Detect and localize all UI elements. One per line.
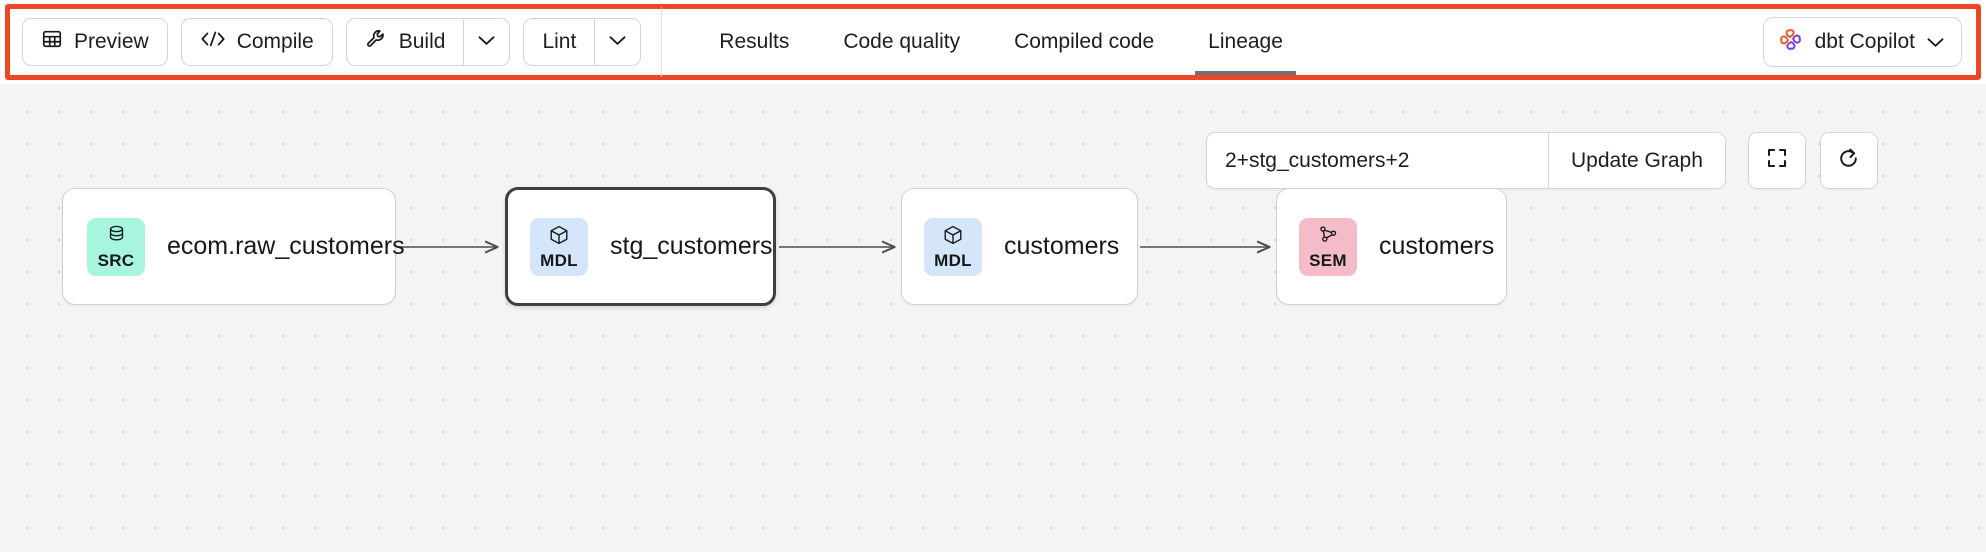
fullscreen-icon: [1765, 146, 1789, 175]
graph-selector-group: Update Graph: [1206, 132, 1726, 189]
build-button-label: Build: [398, 30, 446, 53]
lint-button-group: Lint: [523, 18, 642, 66]
lineage-node-source-raw-customers[interactable]: SRC ecom.raw_customers: [62, 188, 405, 305]
graph-selector-input[interactable]: [1207, 133, 1548, 188]
semantic-graph-icon: [1317, 224, 1339, 251]
lint-button[interactable]: Lint: [524, 19, 594, 65]
tab-compiled-code[interactable]: Compiled code: [987, 9, 1181, 75]
preview-button[interactable]: Preview: [22, 18, 168, 66]
tab-compiled-code-label: Compiled code: [1014, 30, 1155, 53]
node-badge-src-label: SRC: [97, 251, 135, 270]
dbt-copilot-label: dbt Copilot: [1814, 30, 1915, 53]
graph-controls: Update Graph: [1206, 132, 1878, 189]
cube-icon: [942, 224, 964, 251]
node-badge-sem: SEM: [1299, 217, 1357, 276]
editor-toolbar: Preview Compile: [10, 7, 1976, 77]
tab-results[interactable]: Results: [692, 9, 816, 75]
lint-button-label: Lint: [542, 30, 577, 53]
lineage-node-label: ecom.raw_customers: [167, 232, 405, 260]
update-graph-button[interactable]: Update Graph: [1548, 133, 1725, 188]
chevron-down-icon: [609, 33, 626, 51]
chevron-down-icon: [478, 33, 495, 51]
tab-lineage-label: Lineage: [1208, 30, 1283, 53]
toolbar-right-actions: dbt Copilot: [1762, 17, 1976, 67]
lineage-graph-canvas[interactable]: Update Graph: [0, 84, 1986, 552]
lineage-node-label: stg_customers: [610, 232, 773, 260]
node-badge-mdl: MDL: [924, 217, 982, 276]
wrench-icon: [365, 28, 388, 57]
chevron-down-icon: [1927, 30, 1944, 54]
build-dropdown-toggle[interactable]: [463, 19, 509, 65]
lineage-node-model-stg-customers[interactable]: MDL stg_customers: [505, 187, 776, 306]
table-icon: [41, 28, 63, 56]
compile-button-label: Compile: [236, 30, 314, 53]
tab-code-quality-label: Code quality: [843, 30, 961, 53]
fit-view-button[interactable]: [1747, 132, 1806, 189]
dbt-copilot-button[interactable]: dbt Copilot: [1762, 17, 1962, 67]
update-graph-label: Update Graph: [1571, 148, 1703, 172]
code-brackets-icon: [200, 29, 226, 55]
build-button[interactable]: Build: [347, 19, 464, 65]
result-pane-tabs: Results Code quality Compiled code Linea…: [692, 9, 1310, 75]
refresh-icon: [1836, 146, 1861, 176]
node-badge-src: SRC: [87, 217, 145, 276]
cube-icon: [548, 224, 570, 251]
tab-lineage[interactable]: Lineage: [1181, 9, 1310, 75]
toolbar-action-buttons: Preview Compile: [10, 18, 642, 66]
lineage-node-semantic-customers[interactable]: SEM customers: [1276, 188, 1507, 305]
database-icon: [106, 224, 127, 251]
toolbar-divider: [661, 7, 663, 77]
node-badge-mdl: MDL: [530, 217, 588, 276]
compile-button[interactable]: Compile: [180, 18, 333, 66]
lint-dropdown-toggle[interactable]: [594, 19, 640, 65]
lineage-node-label: customers: [1379, 232, 1495, 260]
lineage-node-label: customers: [1004, 232, 1120, 260]
tab-results-label: Results: [719, 30, 790, 53]
build-button-group: Build: [345, 18, 511, 66]
node-badge-mdl-label: MDL: [540, 251, 578, 270]
lineage-node-model-customers[interactable]: MDL customers: [901, 188, 1138, 305]
preview-button-label: Preview: [74, 30, 149, 53]
dbt-copilot-icon: [1778, 27, 1803, 58]
refresh-graph-button[interactable]: [1819, 132, 1878, 189]
node-badge-mdl-label: MDL: [934, 251, 972, 270]
node-badge-sem-label: SEM: [1309, 251, 1347, 270]
tab-code-quality[interactable]: Code quality: [816, 9, 987, 75]
